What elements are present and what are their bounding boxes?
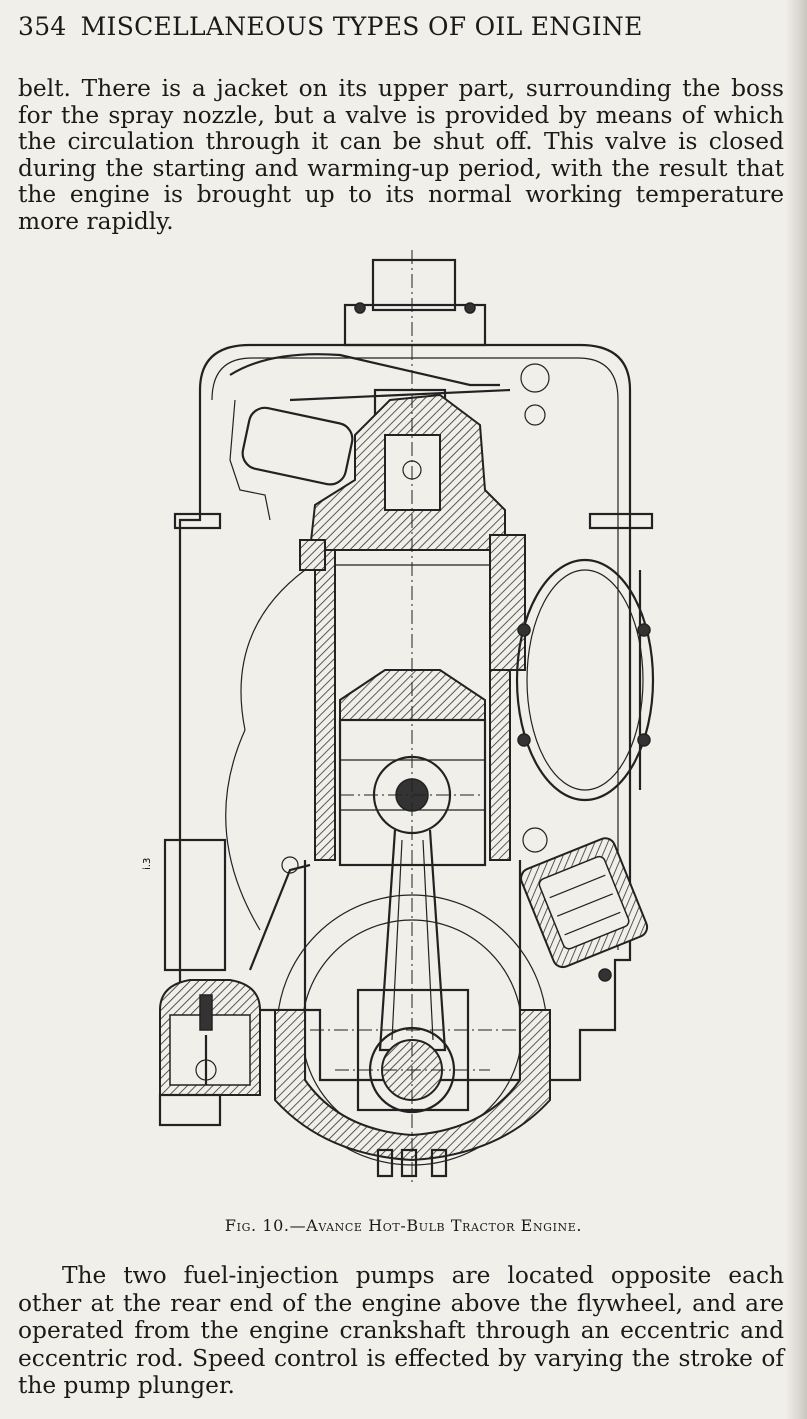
page-number: 354 <box>18 12 67 41</box>
paragraph-top: belt. There is a jacket on its upper par… <box>18 75 784 235</box>
paragraph-bottom: The two fuel-injection pumps are located… <box>18 1262 784 1399</box>
running-header: 354 MISCELLANEOUS TYPES OF OIL ENGINE <box>18 12 798 41</box>
figure-caption: Fig. 10.—Avance Hot-Bulb Tractor Engine. <box>224 1216 583 1235</box>
engine-cross-section-figure: i.3 <box>140 250 670 1185</box>
running-title: MISCELLANEOUS TYPES OF OIL ENGINE <box>80 12 643 41</box>
page-edge-shadow <box>785 0 807 1419</box>
margin-mark: i.3 <box>142 858 153 870</box>
